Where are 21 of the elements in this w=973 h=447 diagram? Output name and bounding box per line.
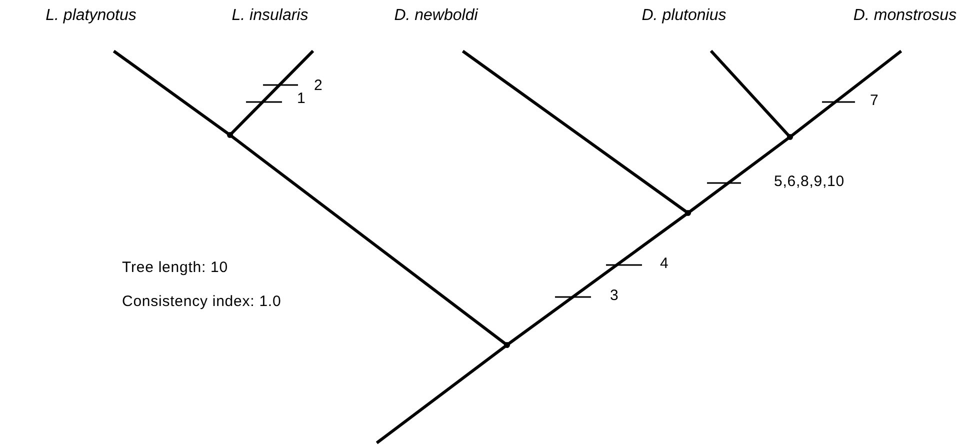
taxon-name: L. platynotus [46, 6, 136, 26]
tree-branch [228, 134, 508, 346]
character-number: 7 [870, 91, 879, 111]
tree-branch [788, 50, 902, 138]
tree-branch [114, 50, 232, 136]
tree-branch [686, 136, 792, 214]
tree-branch [462, 50, 690, 214]
character-number-list: 5,6,8,9,10 [774, 172, 844, 192]
consistency-index-note: Consistency index: 1.0 [122, 292, 282, 312]
tree-branch [376, 344, 508, 444]
taxon-name: D. plutonius [642, 6, 726, 26]
tree-branch [228, 50, 314, 136]
character-number: 4 [660, 254, 669, 274]
tree-branch [710, 50, 792, 138]
taxon-name: D. newboldi [394, 6, 478, 26]
character-number: 3 [610, 286, 619, 306]
taxon-name: L. insularis [232, 6, 308, 26]
taxon-name: D. monstrosus [853, 6, 957, 26]
tree-length-note: Tree length: 10 [122, 258, 228, 278]
character-number: 2 [314, 76, 323, 96]
character-number: 1 [297, 89, 306, 109]
